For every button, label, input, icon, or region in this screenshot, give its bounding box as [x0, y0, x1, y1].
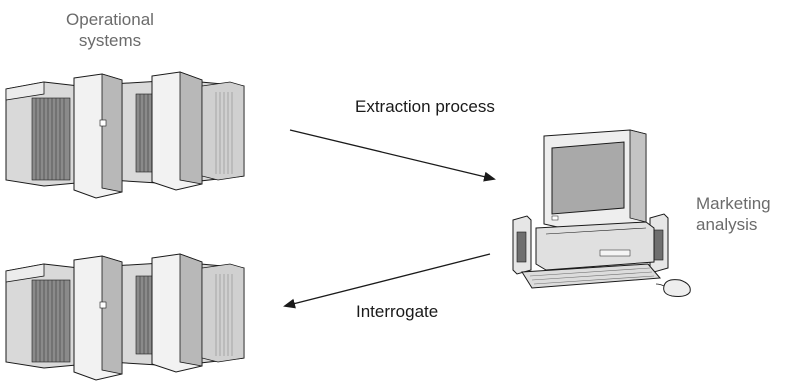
marketing-analysis-label-line-2: analysis — [696, 215, 758, 234]
mainframe-server-icon — [5, 71, 245, 199]
desktop-computer-icon — [512, 129, 691, 297]
operational-systems-label-line-2: systems — [78, 31, 142, 50]
marketing-analysis-label: Marketing analysis — [696, 193, 791, 235]
extraction-process-label: Extraction process — [355, 96, 495, 117]
interrogate-arrow — [283, 253, 491, 309]
interrogate-label: Interrogate — [356, 301, 438, 322]
extraction-process-label-line-2: process — [435, 97, 495, 116]
extraction-process-label-line-1: Extraction — [355, 97, 431, 116]
mainframe-server-icon — [5, 253, 245, 381]
interrogate-label-line-1: Interrogate — [356, 302, 439, 321]
operational-systems-label: Operational systems — [58, 9, 162, 51]
marketing-analysis-label-line-1: Marketing — [696, 194, 771, 213]
extraction-arrow — [289, 129, 496, 182]
operational-systems-label-line-1: Operational — [66, 10, 154, 29]
